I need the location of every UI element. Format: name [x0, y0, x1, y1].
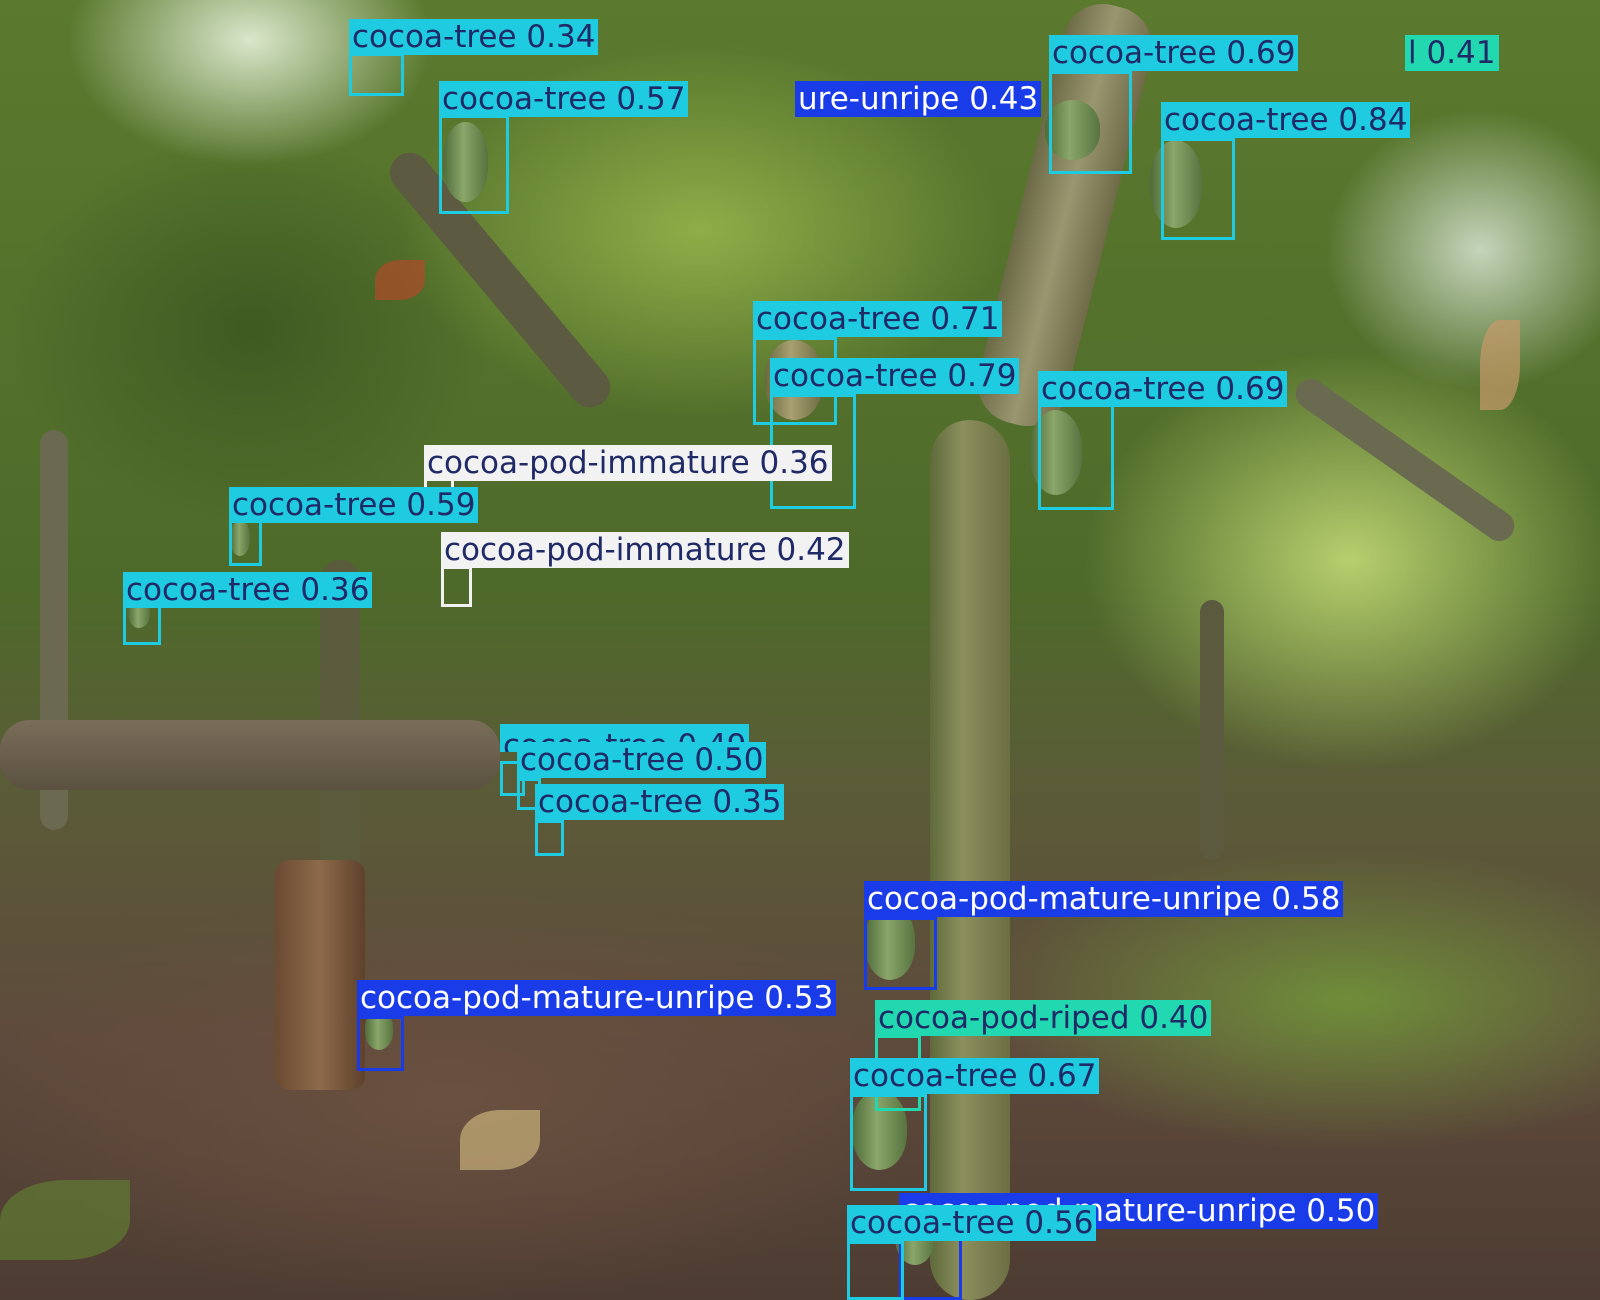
- detection-label: cocoa-tree 0.57: [439, 81, 689, 117]
- cocoa-pod: [230, 520, 250, 556]
- detection-box-cocoa-tree: [1049, 71, 1132, 174]
- detection-box-cocoa-tree: [349, 53, 404, 96]
- detection-label: cocoa-tree 0.71: [753, 301, 1003, 337]
- leaf: [0, 1180, 130, 1260]
- detection-label: cocoa-tree 0.36: [123, 572, 373, 608]
- detection-label: cocoa-tree 0.56: [847, 1205, 1097, 1241]
- detection-label: cocoa-tree 0.69: [1038, 371, 1288, 407]
- detection-box-cocoa-tree: [1161, 138, 1235, 240]
- detection-box-cocoa-pod-mature-unripe: [864, 917, 937, 990]
- detection-box-cocoa-pod-mature-unripe: [357, 1016, 404, 1071]
- cocoa-pod: [852, 1090, 907, 1170]
- detection-label: cocoa-tree 0.69: [1049, 35, 1299, 71]
- detection-box-cocoa-tree: [439, 115, 509, 214]
- detection-box-cocoa-pod-immature: [441, 566, 472, 607]
- detection-box-cocoa-tree: [229, 520, 262, 566]
- detection-box-cocoa-tree: [123, 605, 161, 645]
- detection-label: cocoa-tree 0.35: [535, 784, 785, 820]
- detection-label: cocoa-pod-immature 0.42: [441, 532, 849, 568]
- detection-label: cocoa-pod-mature-unripe 0.58: [864, 881, 1344, 917]
- detection-label: cocoa-tree 0.50: [517, 742, 767, 778]
- main-tree-trunk: [930, 420, 1010, 1300]
- detection-label: cocoa-tree 0.34: [349, 19, 599, 55]
- tree-trunk: [1200, 600, 1224, 860]
- detection-label: cocoa-pod-mature-unripe 0.53: [357, 980, 837, 1016]
- tree-stump: [275, 860, 365, 1090]
- detection-box-cocoa-tree: [847, 1241, 904, 1300]
- leaf: [375, 260, 425, 300]
- detection-label: cocoa-pod-immature 0.36: [424, 445, 832, 481]
- detection-label: ure-unripe 0.43: [795, 81, 1042, 117]
- detection-label: cocoa-tree 0.67: [850, 1058, 1100, 1094]
- detection-label: cocoa-tree 0.59: [229, 487, 479, 523]
- fallen-log: [0, 720, 500, 790]
- detection-box-cocoa-tree: [850, 1094, 927, 1191]
- leaf: [460, 1110, 540, 1170]
- cocoa-pod: [1150, 140, 1202, 228]
- detection-box-cocoa-tree: [535, 820, 564, 856]
- cocoa-pod: [443, 122, 488, 202]
- detection-label: cocoa-tree 0.84: [1161, 102, 1411, 138]
- detection-label: cocoa-pod-riped 0.40: [875, 1000, 1212, 1036]
- detection-label: cocoa-tree 0.79: [770, 358, 1020, 394]
- leaf: [1480, 320, 1520, 410]
- cocoa-pod: [1045, 100, 1100, 160]
- detection-box-cocoa-tree: [1038, 399, 1114, 510]
- detection-label: l 0.41: [1405, 35, 1499, 71]
